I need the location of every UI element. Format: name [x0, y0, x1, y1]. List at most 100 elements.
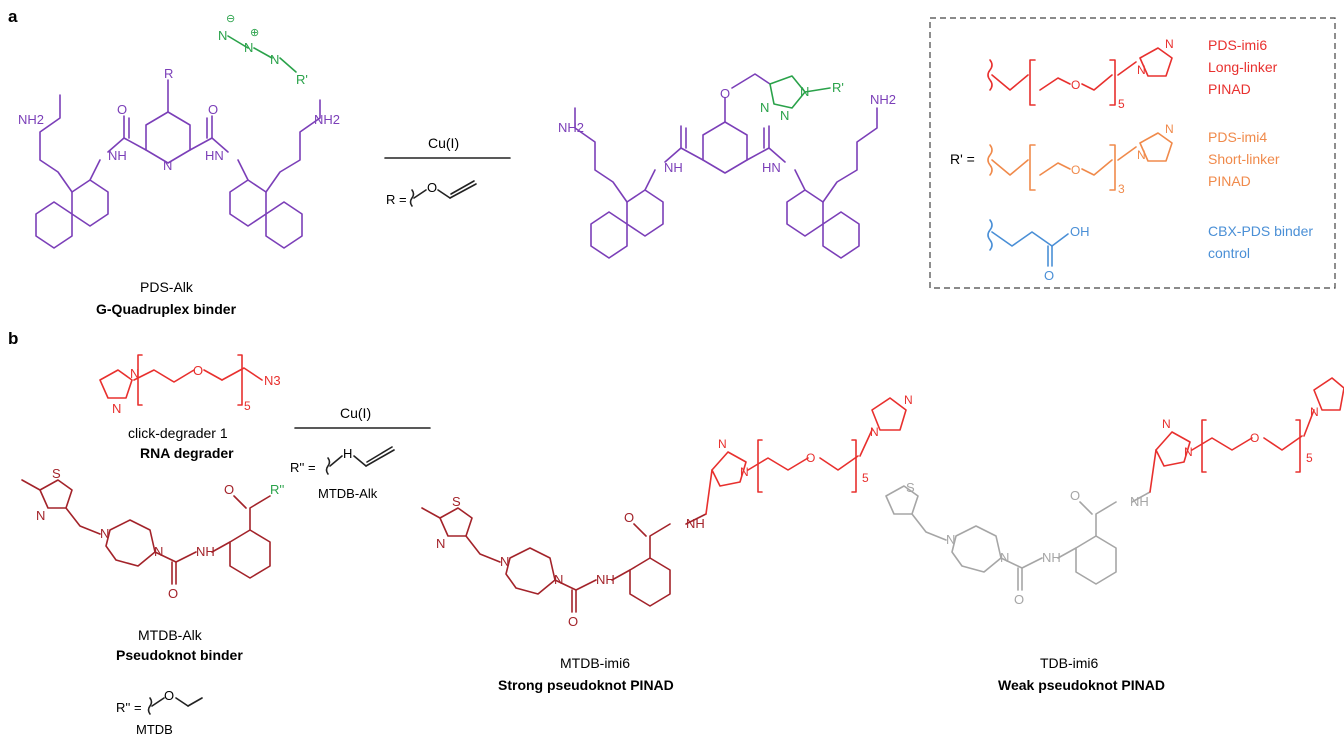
degrader-role: RNA degrader — [140, 445, 234, 461]
legend-short-line3: PINAD — [1208, 173, 1251, 189]
mtdb-imi6-in2: N — [904, 393, 913, 407]
short-linker-n1: N — [1165, 122, 1174, 136]
catalyst-b: Cu(I) — [340, 405, 371, 421]
tdb-imi6-linker — [1149, 377, 1344, 493]
degrader-n2: N — [112, 401, 121, 416]
tdb-imi6-n2: N — [1000, 550, 1009, 565]
mtdb-alk-name: MTDB-Alk — [138, 627, 203, 643]
product1-name: MTDB-imi6 — [560, 655, 630, 671]
r-definition: R = — [386, 192, 407, 207]
panel-b-label: b — [8, 329, 18, 348]
triazole-n1: N — [800, 84, 809, 99]
long-linker-o: O — [1071, 78, 1080, 92]
product-nh: NH — [664, 160, 683, 175]
legend-long-line3: PINAD — [1208, 81, 1251, 97]
mtdb-alk-o1: O — [168, 586, 178, 601]
catalyst-a: Cu(I) — [428, 135, 459, 151]
ethoxy-fragment — [147, 697, 203, 715]
mtdb-imi6-linker — [705, 397, 907, 515]
o-left-label: O — [117, 102, 127, 117]
mtdb-imi6-o3: O — [806, 451, 815, 465]
propargylamine-fragment — [325, 446, 395, 475]
product-rprime: R' — [832, 80, 844, 95]
tdb-imi6-o1: O — [1014, 592, 1024, 607]
click-degrader-structure — [99, 354, 263, 406]
short-linker-structure — [987, 132, 1173, 191]
mtdb-imi6-o2: O — [624, 510, 634, 525]
short-linker-n2: N — [1137, 148, 1146, 162]
mtdb-alk-n1: N — [36, 508, 45, 523]
long-linker-n1: N — [1165, 37, 1174, 51]
degrader-n1: N — [130, 366, 139, 381]
azide-minus: ⊖ — [226, 13, 235, 25]
short-linker-o: O — [1071, 163, 1080, 177]
legend-short-line1: PDS-imi4 — [1208, 129, 1267, 145]
tdb-imi6-in1: N — [1310, 405, 1319, 419]
legend-long-line1: PDS-imi6 — [1208, 37, 1267, 53]
triazole-green — [769, 75, 831, 109]
tdb-imi6-n1: N — [946, 532, 955, 547]
hn-right-label: HN — [205, 148, 224, 163]
nh2-left-label: NH2 — [18, 112, 44, 127]
long-linker-structure — [987, 47, 1173, 106]
mtdb-alk-s: S — [52, 466, 61, 481]
mtdb-small: MTDB — [136, 722, 173, 737]
mtdb-imi6-binder — [421, 507, 707, 613]
rprime-legend-box — [929, 17, 1336, 289]
mtdb-alk-n2: N — [100, 526, 109, 541]
legend-short-line2: Short-linker — [1208, 151, 1280, 167]
azide-n1: N — [218, 28, 227, 43]
tdb-imi6-tn2: N — [1184, 445, 1193, 459]
degrader-n3: N3 — [264, 373, 281, 388]
azide-n2: N — [244, 40, 253, 55]
tdb-imi6-tn1: N — [1162, 417, 1171, 431]
mtdb-alk-o2: O — [224, 482, 234, 497]
propargyl-o: O — [427, 180, 437, 195]
nh-left-label: NH — [108, 148, 127, 163]
product-nh2-left: NH2 — [558, 120, 584, 135]
r2-label-top: R'' = — [290, 460, 316, 475]
tdb-imi6-o3: O — [1250, 431, 1259, 445]
control-structure — [987, 219, 1069, 267]
azide-rprime: R' — [296, 72, 308, 87]
product1-role: Strong pseudoknot PINAD — [498, 677, 674, 693]
product-hn: HN — [762, 160, 781, 175]
product2-role: Weak pseudoknot PINAD — [998, 677, 1165, 693]
mtdb-imi6-o1: O — [568, 614, 578, 629]
mtdb-alk-structure — [21, 479, 271, 585]
azide-plus: ⊕ — [250, 27, 259, 39]
short-linker-sub: 3 — [1118, 182, 1125, 196]
panel-a-label: a — [8, 7, 18, 26]
propargyl-fragment — [409, 180, 477, 207]
r2-label-bottom: R'' = — [116, 700, 142, 715]
azide-n3: N — [270, 52, 279, 67]
propargylamine-nh: H — [343, 446, 352, 461]
mtdb-imi6-tn2: N — [740, 465, 749, 479]
pyridine-n-label: N — [163, 158, 172, 173]
product-nh2-right: NH2 — [870, 92, 896, 107]
tdb-imi6-s: S — [906, 480, 915, 495]
control-o: O — [1044, 268, 1054, 283]
mtdb-alk-nh: NH — [196, 544, 215, 559]
tdb-imi6-binder — [885, 485, 1151, 591]
tdb-imi6-nh2: NH — [1130, 494, 1149, 509]
triazole-n3: N — [760, 100, 769, 115]
product-ether-o: O — [720, 86, 730, 101]
control-oh: OH — [1070, 224, 1090, 239]
ethoxy-o: O — [164, 688, 174, 703]
azide-group — [227, 35, 297, 73]
pds-alk-name: PDS-Alk — [140, 279, 194, 295]
product2-name: TDB-imi6 — [1040, 655, 1099, 671]
mtdb-alk-rpp: R'' — [270, 482, 284, 497]
degrader-sub: 5 — [244, 399, 251, 413]
mtdb-imi6-in1: N — [870, 425, 879, 439]
degrader-o: O — [193, 363, 203, 378]
legend-long-line2: Long-linker — [1208, 59, 1278, 75]
tdb-imi6-nh1: NH — [1042, 550, 1061, 565]
degrader-name: click-degrader 1 — [128, 425, 228, 441]
pds-alk-molecule — [35, 79, 321, 249]
mtdb-imi6-s: S — [452, 494, 461, 509]
mtdb-imi6-nh1: NH — [596, 572, 615, 587]
pds-product-molecule — [574, 73, 878, 259]
